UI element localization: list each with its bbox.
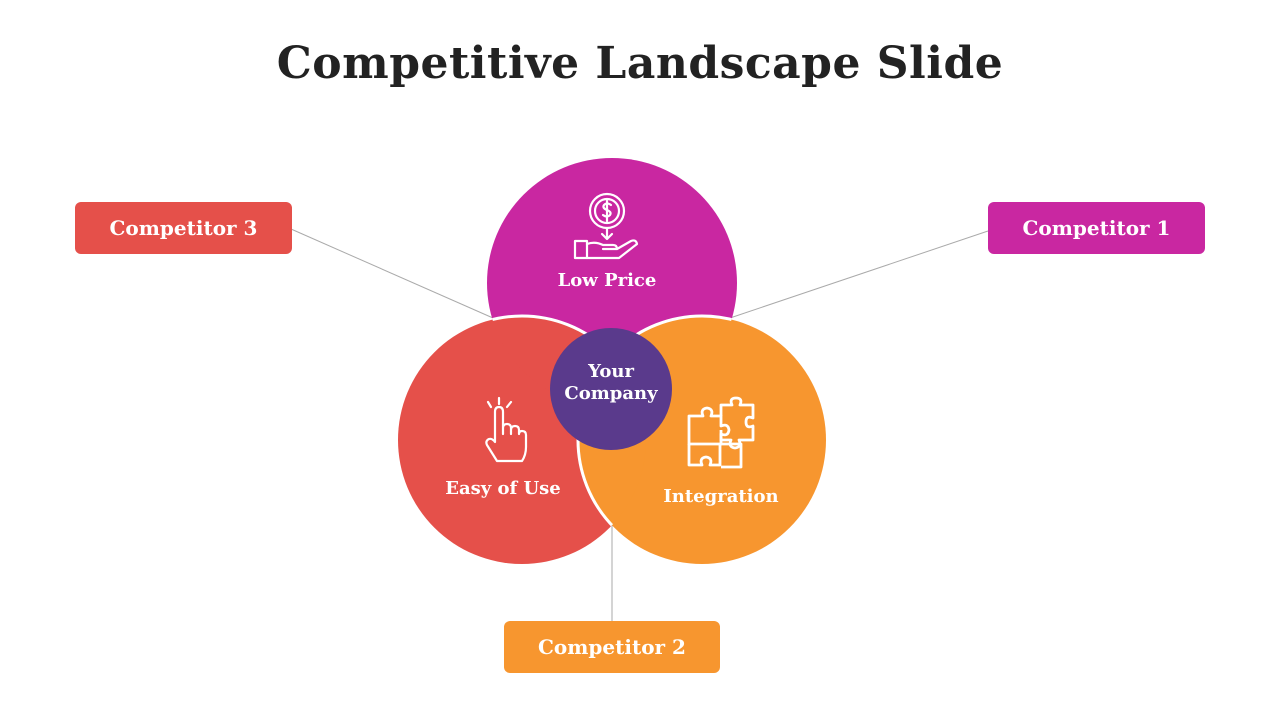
slide-title: Competitive Landscape Slide xyxy=(276,38,1004,89)
label-integration: Integration xyxy=(663,486,779,507)
connector-competitor-1 xyxy=(729,230,989,319)
center-label: Your Company xyxy=(551,361,671,405)
tap-hand-icon xyxy=(485,396,528,463)
competitor-3-box: Competitor 3 xyxy=(75,202,292,254)
label-easy-of-use: Easy of Use xyxy=(445,478,561,499)
label-low-price: Low Price xyxy=(557,270,657,291)
competitor-2-box: Competitor 2 xyxy=(504,621,720,673)
center-label-line2: Company xyxy=(564,383,658,404)
outline-arc-left-in-top xyxy=(487,314,648,408)
center-label-line1: Your xyxy=(588,361,634,382)
puzzle-icon xyxy=(687,396,755,469)
competitor-1-box: Competitor 1 xyxy=(988,202,1205,254)
center-circle xyxy=(550,328,672,450)
outline-arc-right-in-top xyxy=(576,314,737,408)
dollar-hand-icon xyxy=(573,192,639,260)
connector-competitor-3 xyxy=(290,228,494,319)
